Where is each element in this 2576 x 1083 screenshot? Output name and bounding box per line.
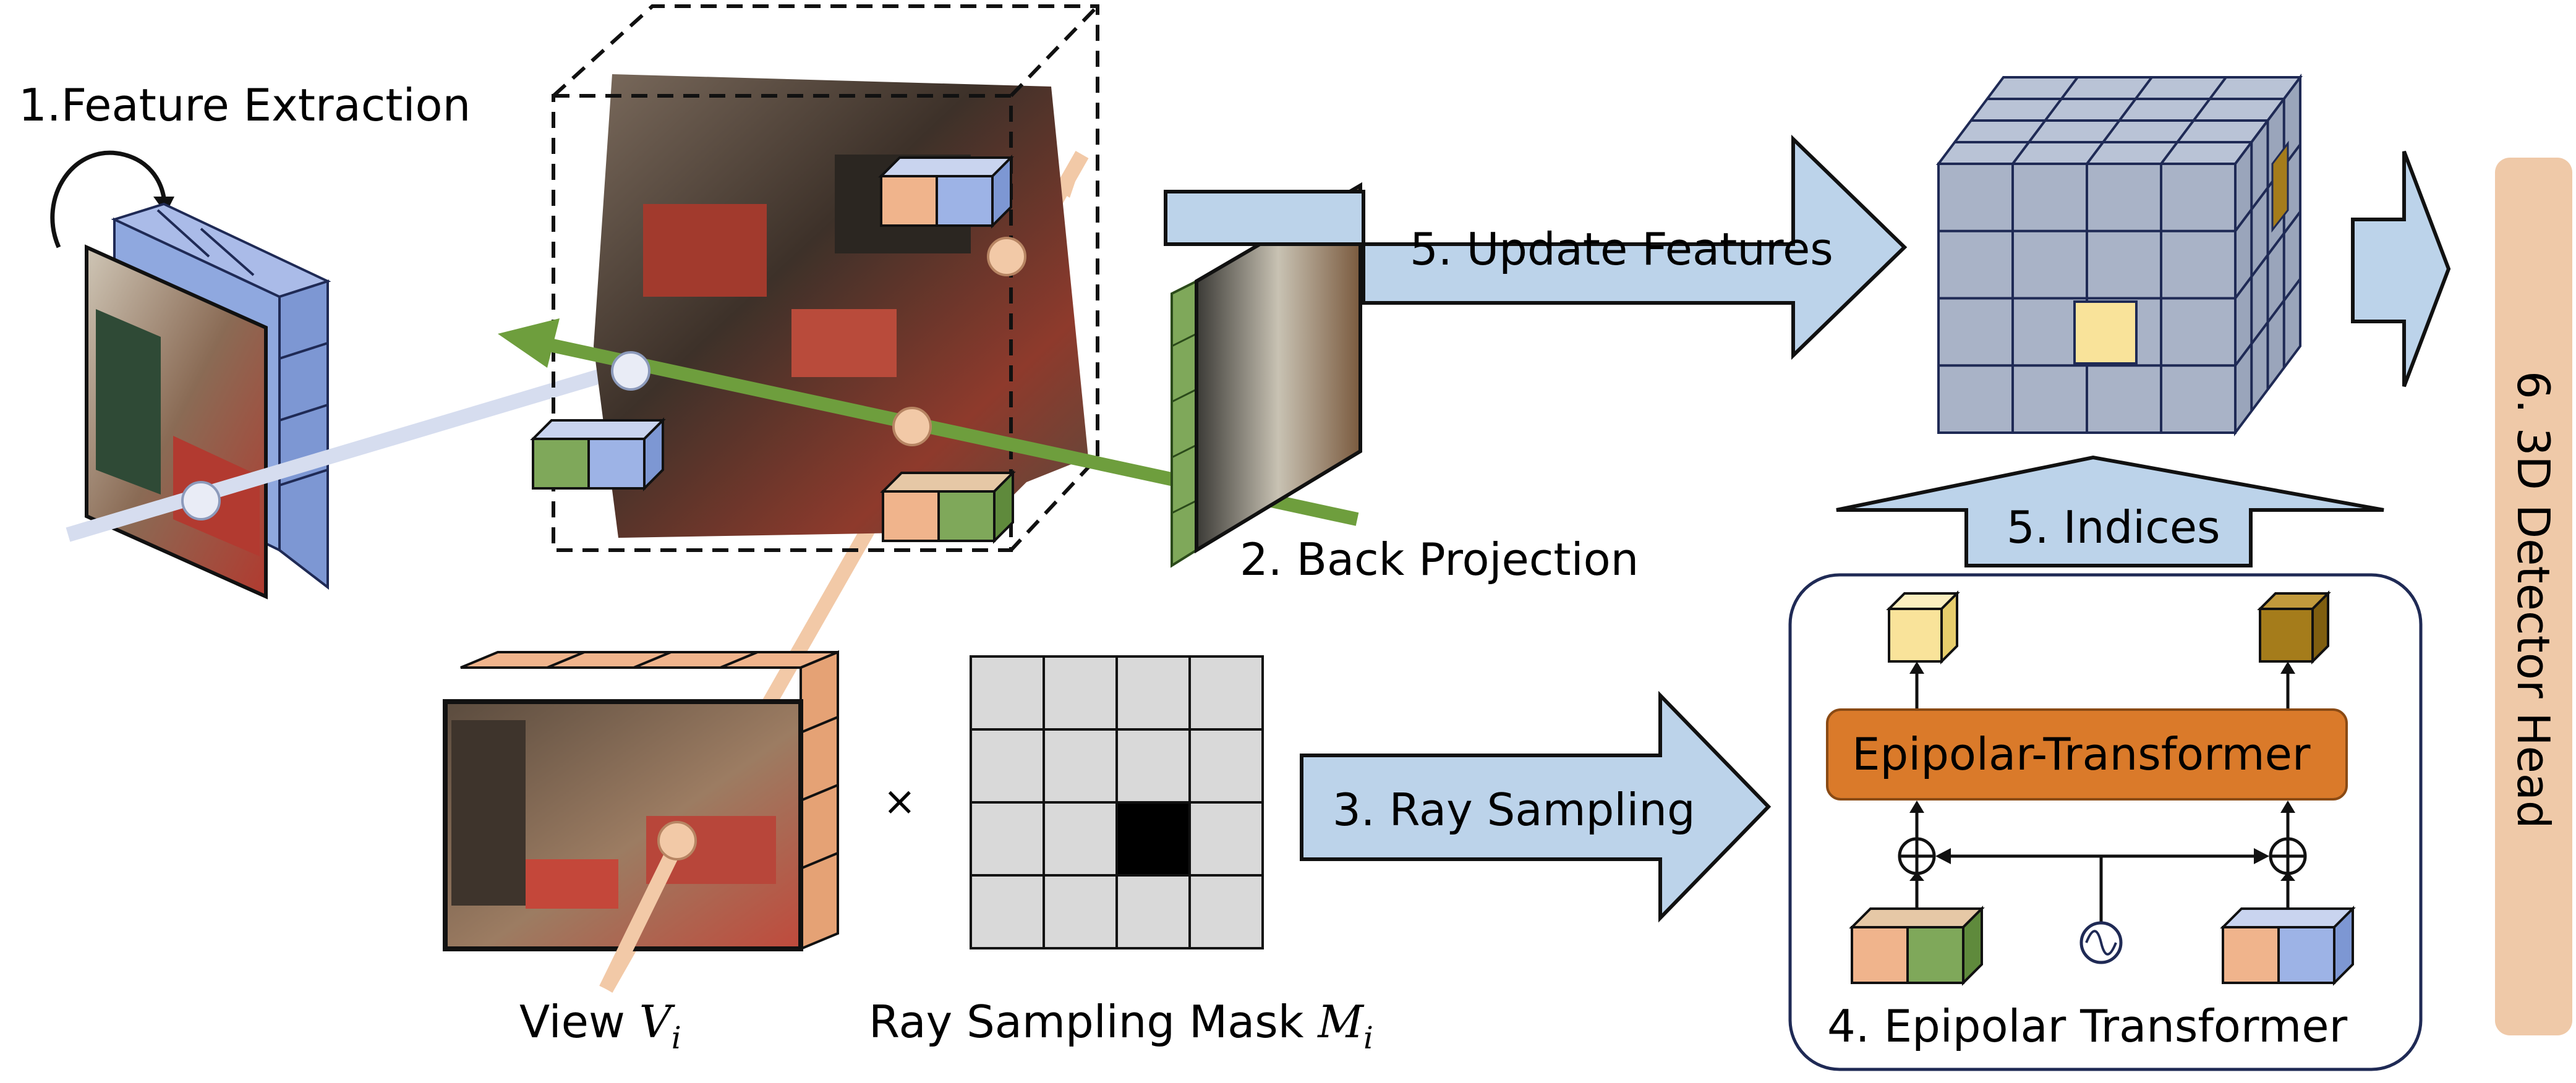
- mask-cell: [1043, 655, 1118, 731]
- add-icon-right: [2269, 837, 2307, 875]
- input-pair-orange-blue: [2220, 906, 2356, 986]
- epipolar-block: [1826, 708, 2348, 801]
- add-icon-left: [1898, 837, 1936, 875]
- scan-pointcloud: [594, 74, 1088, 538]
- to-head-arrow: [2351, 150, 2451, 388]
- detector-head: 6. 3D Detector Head: [2495, 158, 2572, 1035]
- input-pair-orange-green: [1849, 906, 1985, 986]
- mask-cell: [1188, 874, 1264, 949]
- feature-pair-orange-blue-top: [878, 155, 1014, 229]
- ray-orange-lower: [599, 834, 687, 993]
- voxel-line: [2234, 278, 2301, 367]
- update-features-arrow: 5. Update Features: [1164, 134, 1908, 360]
- rotate-arrow-icon: [50, 150, 166, 248]
- mask-cell: [1188, 801, 1264, 877]
- mask-cell: [1115, 874, 1191, 949]
- feature-extraction-label: 1.Feature Extraction: [19, 79, 471, 131]
- feature-extraction-group: 1.Feature Extraction: [19, 79, 471, 600]
- view-ray-point: [657, 821, 697, 860]
- mask-cell: [1188, 655, 1264, 731]
- back-projection-image: [1171, 182, 1362, 568]
- positional-encoding-icon: [2079, 921, 2123, 964]
- mask-cell: [1188, 728, 1264, 804]
- mask-cell: [1115, 728, 1191, 804]
- mask-cell: [1043, 728, 1118, 804]
- epipolar-transformer-box: Epipolar-Transformer: [1788, 573, 2423, 1071]
- epipolar-transformer-caption: 4. Epipolar Transformer: [1827, 1000, 2348, 1052]
- voxel-line: [2234, 211, 2301, 299]
- mask-label: Ray Sampling Mask Mi: [869, 996, 1373, 1056]
- mask-cell: [1043, 874, 1118, 949]
- mask-cell: [970, 801, 1045, 877]
- detector-head-label: 6. 3D Detector Head: [2507, 371, 2559, 829]
- ray-sampling-label: 3. Ray Sampling: [1333, 784, 1695, 836]
- feature-pair-orange-green: [880, 470, 1016, 544]
- ray-sampling-arrow: 3. Ray Sampling: [1300, 690, 1772, 923]
- times-symbol: ×: [883, 779, 916, 825]
- mask-cell: [970, 728, 1045, 804]
- output-cube-dark: [2257, 590, 2331, 665]
- voxel-line: [2160, 76, 2227, 165]
- voxel-grid: [1936, 74, 2303, 436]
- indices-label: 5. Indices: [2007, 501, 2220, 553]
- mask-cell: [970, 874, 1045, 949]
- voxel-dark-cell: [2271, 140, 2289, 233]
- mask-cell: [970, 655, 1045, 731]
- back-projection-label: 2. Back Projection: [1240, 533, 1639, 585]
- view-label: View Vi: [519, 996, 681, 1056]
- feature-pair-green-blue: [530, 417, 666, 491]
- output-cube-yellow: [1886, 590, 1960, 665]
- voxel-highlight-cell: [2073, 300, 2138, 365]
- ray-sampling-mask: [970, 655, 1264, 949]
- update-features-label: 5. Update Features: [1410, 223, 1833, 275]
- mask-cell-sampled: [1115, 801, 1191, 877]
- indices-arrow: 5. Indices: [1836, 455, 2384, 567]
- mask-cell: [1115, 655, 1191, 731]
- epipolar-block-label: Epipolar-Transformer: [1852, 728, 2311, 780]
- mask-cell: [1043, 801, 1118, 877]
